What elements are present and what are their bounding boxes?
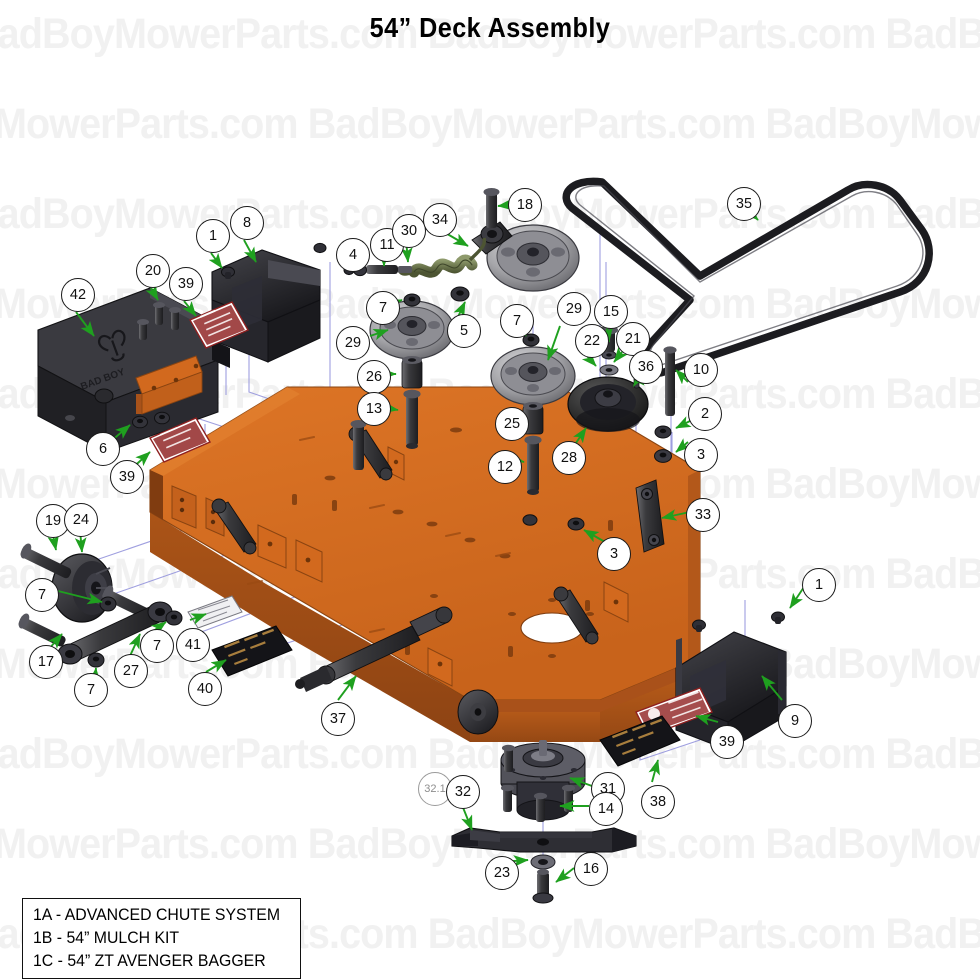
part-7-nut-b <box>522 333 540 347</box>
drive-belt-inner-highlight <box>575 185 924 366</box>
part-3-nut-b <box>567 517 585 531</box>
callout-35[interactable]: 35 <box>727 187 761 221</box>
part-35-drive-belt <box>562 177 933 377</box>
callout-7[interactable]: 7 <box>25 578 59 612</box>
callout-40[interactable]: 40 <box>188 672 222 706</box>
callout-39[interactable]: 39 <box>710 725 744 759</box>
part-19-bolt <box>20 543 72 579</box>
callout-18[interactable]: 18 <box>508 188 542 222</box>
callout-36[interactable]: 36 <box>629 350 663 384</box>
callout-6[interactable]: 6 <box>86 432 120 466</box>
callout-15[interactable]: 15 <box>594 295 628 329</box>
part-16-blade-bolt <box>532 869 554 904</box>
callout-12[interactable]: 12 <box>488 450 522 484</box>
legend-line-2: 1B - 54” MULCH KIT <box>33 928 180 947</box>
part-2-nut <box>654 425 672 439</box>
legend-line-1: 1A - ADVANCED CHUTE SYSTEM <box>33 906 281 924</box>
part-38-decal <box>599 715 681 767</box>
part-bolt-chute-left <box>692 619 706 632</box>
callout-33[interactable]: 33 <box>686 498 720 532</box>
callout-39[interactable]: 39 <box>169 267 203 301</box>
callout-10[interactable]: 10 <box>684 353 718 387</box>
callout-9[interactable]: 9 <box>778 704 812 738</box>
callout-7[interactable]: 7 <box>140 629 174 663</box>
part-7-nut-e <box>165 610 183 626</box>
callout-2[interactable]: 2 <box>688 397 722 431</box>
part-39-warning-decal-b <box>148 417 212 463</box>
part-11-rod <box>366 265 412 274</box>
callout-24[interactable]: 24 <box>64 503 98 537</box>
part-7-nut-c <box>99 596 117 612</box>
callout-27[interactable]: 27 <box>114 654 148 688</box>
deck-roller-front <box>457 689 499 735</box>
callout-23[interactable]: 23 <box>485 856 519 890</box>
callout-42[interactable]: 42 <box>61 278 95 312</box>
callout-41[interactable]: 41 <box>176 628 210 662</box>
callout-13[interactable]: 13 <box>357 392 391 426</box>
part-7-nut-a <box>403 293 421 307</box>
callout-22[interactable]: 22 <box>575 324 609 358</box>
part-27-arm <box>57 601 173 665</box>
callout-29[interactable]: 29 <box>557 292 591 326</box>
callout-14[interactable]: 14 <box>589 792 623 826</box>
callout-1[interactable]: 1 <box>802 568 836 602</box>
legend-box: 1A - ADVANCED CHUTE SYSTEM 1B - 54” MULCH… <box>22 898 302 980</box>
callout-32[interactable]: 32 <box>446 775 480 809</box>
part-29-idler-pulley-center <box>490 346 576 406</box>
part-bolt-chute-top <box>313 242 327 254</box>
callout-3[interactable]: 3 <box>684 438 718 472</box>
part-6-nuts <box>132 411 170 429</box>
callout-16[interactable]: 16 <box>574 852 608 886</box>
callout-38[interactable]: 38 <box>641 785 675 819</box>
callout-7[interactable]: 7 <box>500 304 534 338</box>
callout-28[interactable]: 28 <box>552 441 586 475</box>
callout-7[interactable]: 7 <box>366 291 400 325</box>
callout-5[interactable]: 5 <box>447 314 481 348</box>
callout-4[interactable]: 4 <box>336 238 370 272</box>
part-33-bracket <box>635 479 665 553</box>
callout-17[interactable]: 17 <box>29 645 63 679</box>
part-nut-extra <box>522 514 538 526</box>
part-3-nut <box>654 449 672 463</box>
part-14-bolts <box>500 744 576 822</box>
callout-1[interactable]: 1 <box>196 219 230 253</box>
callout-37[interactable]: 37 <box>321 702 355 736</box>
part-31-spindle-assembly <box>500 740 586 822</box>
callout-34[interactable]: 34 <box>423 203 457 237</box>
part-39-warning-decal-a <box>189 301 249 349</box>
legend-line-3: 1C - 54” ZT AVENGER BAGGER <box>33 951 266 970</box>
deck-push-rod <box>295 606 453 692</box>
part-21-washer <box>599 364 619 376</box>
part-20-bolts <box>137 302 181 340</box>
callout-8[interactable]: 8 <box>230 206 264 240</box>
part-32-mower-blade <box>451 827 637 853</box>
part-26-spacer <box>401 356 423 389</box>
callout-26[interactable]: 26 <box>357 360 391 394</box>
callout-7[interactable]: 7 <box>74 673 108 707</box>
callout-20[interactable]: 20 <box>136 254 170 288</box>
callout-39[interactable]: 39 <box>110 460 144 494</box>
callout-3[interactable]: 3 <box>597 537 631 571</box>
part-1-bolt-right <box>771 611 785 624</box>
callout-30[interactable]: 30 <box>392 214 426 248</box>
callout-25[interactable]: 25 <box>495 407 529 441</box>
callout-29[interactable]: 29 <box>336 326 370 360</box>
part-idler-pulley-upper <box>471 188 580 292</box>
page-title: 54” Deck Assembly <box>369 12 611 43</box>
part-7-nut-d <box>87 652 105 668</box>
part-5-nut <box>450 286 470 302</box>
part-28-pulley-black <box>567 376 649 432</box>
part-12-bolt <box>524 435 542 495</box>
part-10-long-bolt <box>663 346 677 416</box>
part-1-bolt-top <box>221 266 235 279</box>
part-13-bolt <box>403 389 421 449</box>
